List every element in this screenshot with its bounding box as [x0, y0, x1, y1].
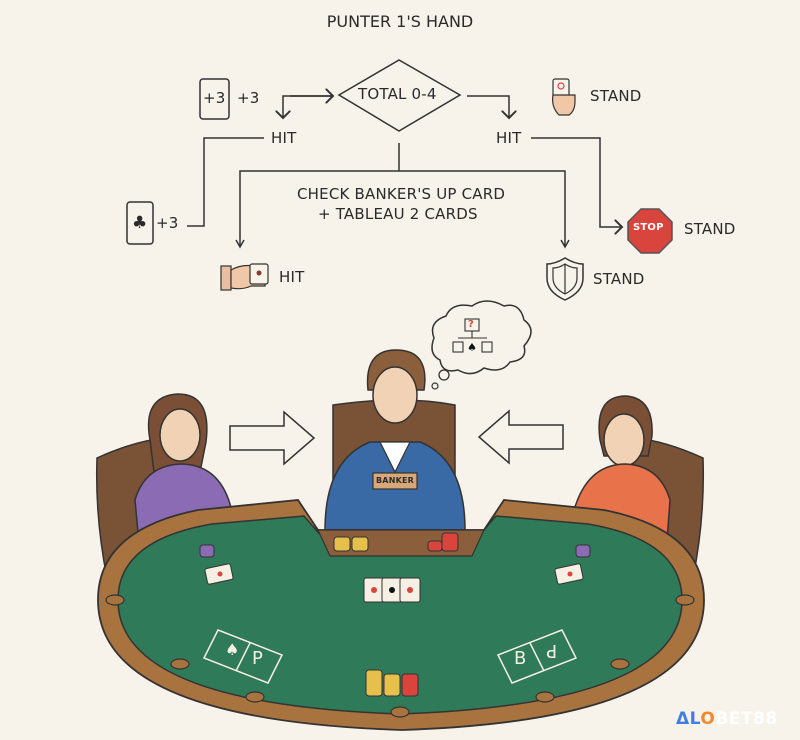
player-box-label: P [252, 648, 264, 669]
club-plus3-label: +3 [156, 214, 179, 232]
arrow-right-icon [229, 410, 316, 466]
banker-box-label: B [514, 648, 527, 669]
page-title: PUNTER 1'S HAND [326, 12, 474, 31]
check-banker-line2: + TABLEAU 2 CARDS [318, 205, 478, 223]
svg-text:♠: ♠ [467, 341, 477, 354]
club-card-icon [126, 201, 154, 245]
banker-box-mirror-label: P [546, 640, 558, 661]
shield-icon [546, 257, 584, 301]
arrow-left-icon [477, 409, 564, 465]
decision-total-label: TOTAL 0-4 [358, 85, 437, 103]
hit-bottom-label: HIT [279, 268, 305, 286]
check-banker-line1: CHECK BANKER'S UP CARD [297, 185, 506, 203]
banker-card-label: BANKER [376, 476, 415, 485]
hand-card-icon [552, 78, 576, 116]
card-plus3-value: +3 [203, 89, 226, 107]
hit-right-label: HIT [496, 129, 522, 147]
brand-logo: ΔLOBET88 [676, 709, 778, 729]
card-plus3-label: +3 [237, 89, 260, 107]
stand-top-label: STAND [590, 87, 642, 105]
hit-left-label: HIT [271, 129, 297, 147]
banker-dealer [324, 349, 466, 531]
question-mark: ? [468, 319, 475, 330]
hand-giving-card-icon [220, 263, 269, 291]
stop-sign-text: STOP [633, 222, 664, 233]
stop-sign-icon [627, 208, 673, 254]
stand-stop-label: STAND [684, 220, 736, 238]
card-icon [199, 78, 230, 120]
thought-bubble-icon: ♠ [431, 300, 532, 390]
spade-icon: ♠ [225, 640, 240, 659]
baccarat-table [97, 499, 705, 731]
stand-shield-label: STAND [593, 270, 645, 288]
club-icon: ♣ [132, 213, 148, 233]
